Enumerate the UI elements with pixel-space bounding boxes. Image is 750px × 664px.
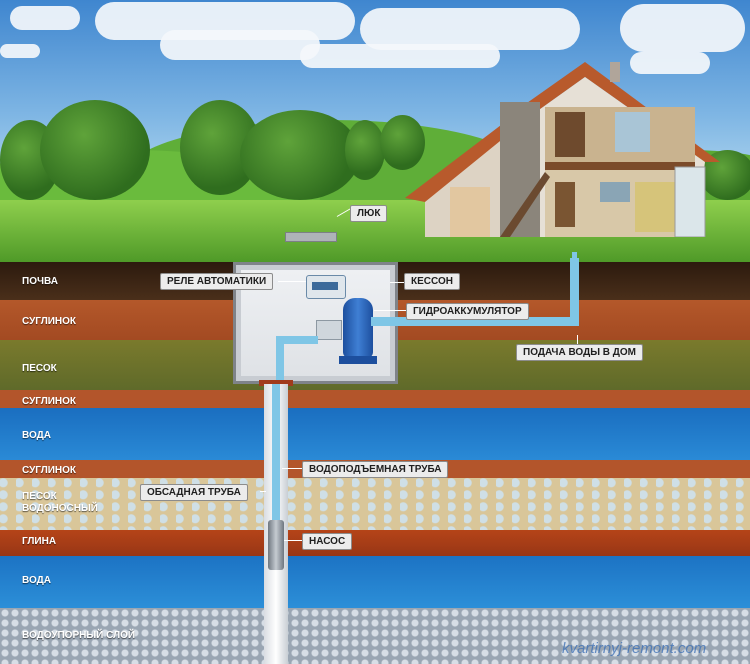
caisson-pipe [276, 336, 318, 344]
callout-casing-pipe: ОБСАДНАЯ ТРУБА [140, 484, 248, 501]
label-aquifer-sand: ПЕСОК [22, 491, 57, 502]
cloud [360, 8, 580, 50]
casing-flange [259, 380, 293, 386]
callout-line [278, 281, 306, 282]
label-aquifer: ВОДОНОСНЫЙ [22, 503, 98, 514]
layer-aquifer-sand [0, 478, 750, 530]
label-clay: ГЛИНА [22, 536, 57, 547]
layer-impermeable [0, 608, 750, 664]
lift-pipe [272, 384, 280, 524]
layer-water [0, 408, 750, 460]
callout-caisson: КЕССОН [404, 273, 460, 290]
callout-line [260, 491, 266, 492]
callout-line [282, 468, 302, 469]
supply-pipe-top [572, 252, 577, 264]
accumulator-base [339, 356, 377, 364]
submersible-pump [268, 520, 284, 570]
layer-clay [0, 530, 750, 556]
caisson-pipe-down [276, 336, 284, 384]
layer-water [0, 556, 750, 608]
hatch [285, 232, 337, 242]
house [405, 52, 725, 238]
watermark: kvartirnyj-remont.com [562, 640, 707, 657]
cloud [630, 52, 710, 74]
cloud [620, 4, 745, 52]
label-water: ВОДА [22, 575, 51, 586]
callout-line [577, 335, 578, 348]
supply-pipe-horizontal [371, 317, 576, 326]
house-drawing [405, 52, 720, 238]
callout-accumulator: ГИДРОАККУМУЛЯТОР [406, 303, 529, 320]
label-sand: ПЕСОК [22, 363, 57, 374]
label-loam: СУГЛИНОК [22, 465, 77, 476]
hydro-accumulator [343, 298, 373, 358]
layer-loam [0, 390, 750, 408]
callout-pump: НАСОС [302, 533, 353, 550]
cloud [0, 44, 40, 58]
callout-line [374, 310, 406, 311]
label-loam: СУГЛИНОК [22, 396, 77, 407]
callout-line [390, 282, 404, 283]
label-impermeable: ВОДОУПОРНЫЙ СЛОЙ [22, 630, 136, 641]
supply-pipe-vertical [570, 258, 579, 326]
tree [345, 120, 385, 180]
callout-relay: РЕЛЕ АВТОМАТИКИ [160, 273, 274, 290]
cloud [300, 44, 500, 68]
callout-house-supply: ПОДАЧА ВОДЫ В ДОМ [516, 344, 643, 361]
relay-box [306, 275, 346, 299]
cloud [160, 30, 320, 60]
pump-unit [316, 320, 342, 340]
cloud [10, 6, 80, 30]
callout-lift-pipe: ВОДОПОДЪЕМНАЯ ТРУБА [302, 461, 449, 478]
label-water: ВОДА [22, 430, 51, 441]
tree [380, 115, 425, 170]
callout-line [284, 540, 302, 541]
label-soil: ПОЧВА [22, 276, 58, 287]
tree [240, 110, 360, 200]
callout-hatch: ЛЮК [350, 205, 388, 222]
relay-display [312, 282, 338, 290]
label-loam: СУГЛИНОК [22, 316, 77, 327]
tree [40, 100, 150, 200]
